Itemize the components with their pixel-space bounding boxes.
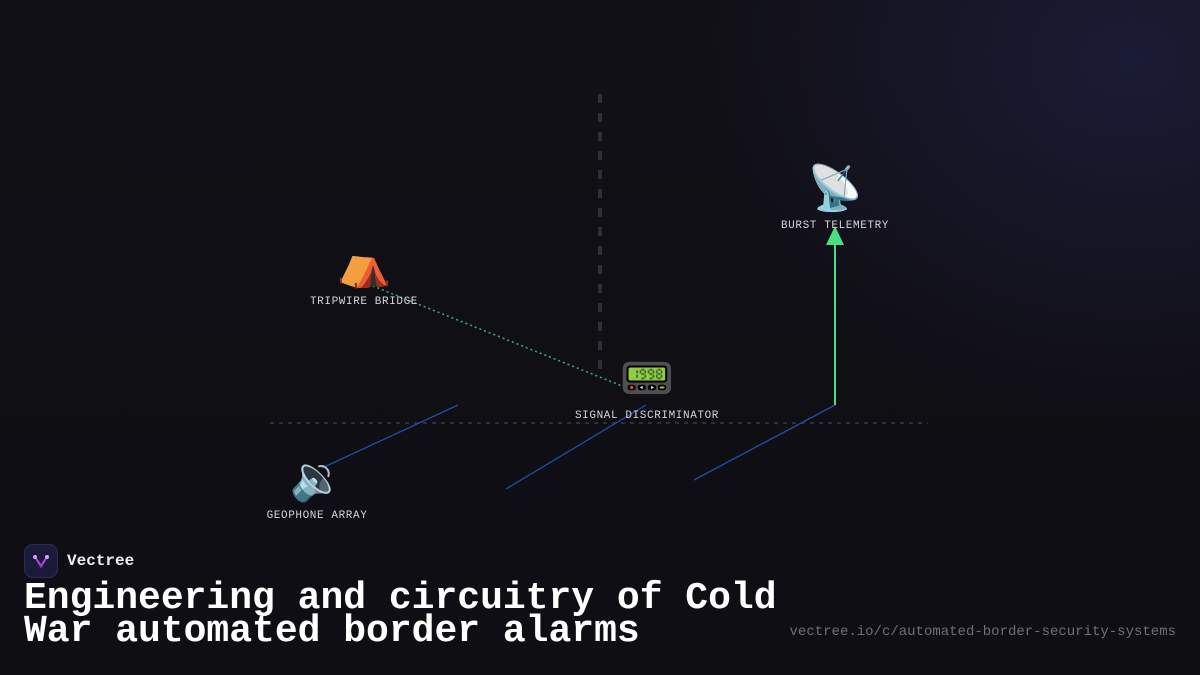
node-geophone-array[interactable]: 🔉 GEOPHONE ARRAY	[266, 453, 368, 523]
vectree-logo-icon	[24, 544, 58, 578]
brand-name: Vectree	[67, 552, 135, 570]
node-signal-discriminator[interactable]: 📟 SIGNAL DISCRIMINATOR	[574, 353, 720, 423]
speaker-icon: 🔉	[289, 453, 345, 504]
node-burst-telemetry[interactable]: 📡 BURST TELEMETRY	[780, 163, 890, 233]
perspective-line-left	[321, 404, 459, 469]
satellite-antenna-icon: 📡	[807, 163, 863, 214]
node-label: GEOPHONE ARRAY	[266, 510, 368, 522]
node-label: TRIPWIRE BRIDGE	[309, 296, 419, 308]
source-url[interactable]: vectree.io/c/automated-border-security-s…	[789, 624, 1176, 640]
arrowhead	[826, 226, 844, 245]
node-tripwire-bridge[interactable]: ⛺ TRIPWIRE BRIDGE	[309, 239, 419, 309]
page-title: Engineering and circuitry of Cold War au…	[24, 577, 777, 653]
brand[interactable]: Vectree	[24, 544, 134, 578]
node-label: BURST TELEMETRY	[780, 220, 890, 232]
pager-icon: 📟	[619, 353, 675, 404]
perspective-line-center	[505, 404, 647, 490]
node-label: SIGNAL DISCRIMINATOR	[574, 410, 720, 422]
tent-icon: ⛺	[336, 239, 392, 290]
perspective-line-right	[693, 404, 836, 481]
